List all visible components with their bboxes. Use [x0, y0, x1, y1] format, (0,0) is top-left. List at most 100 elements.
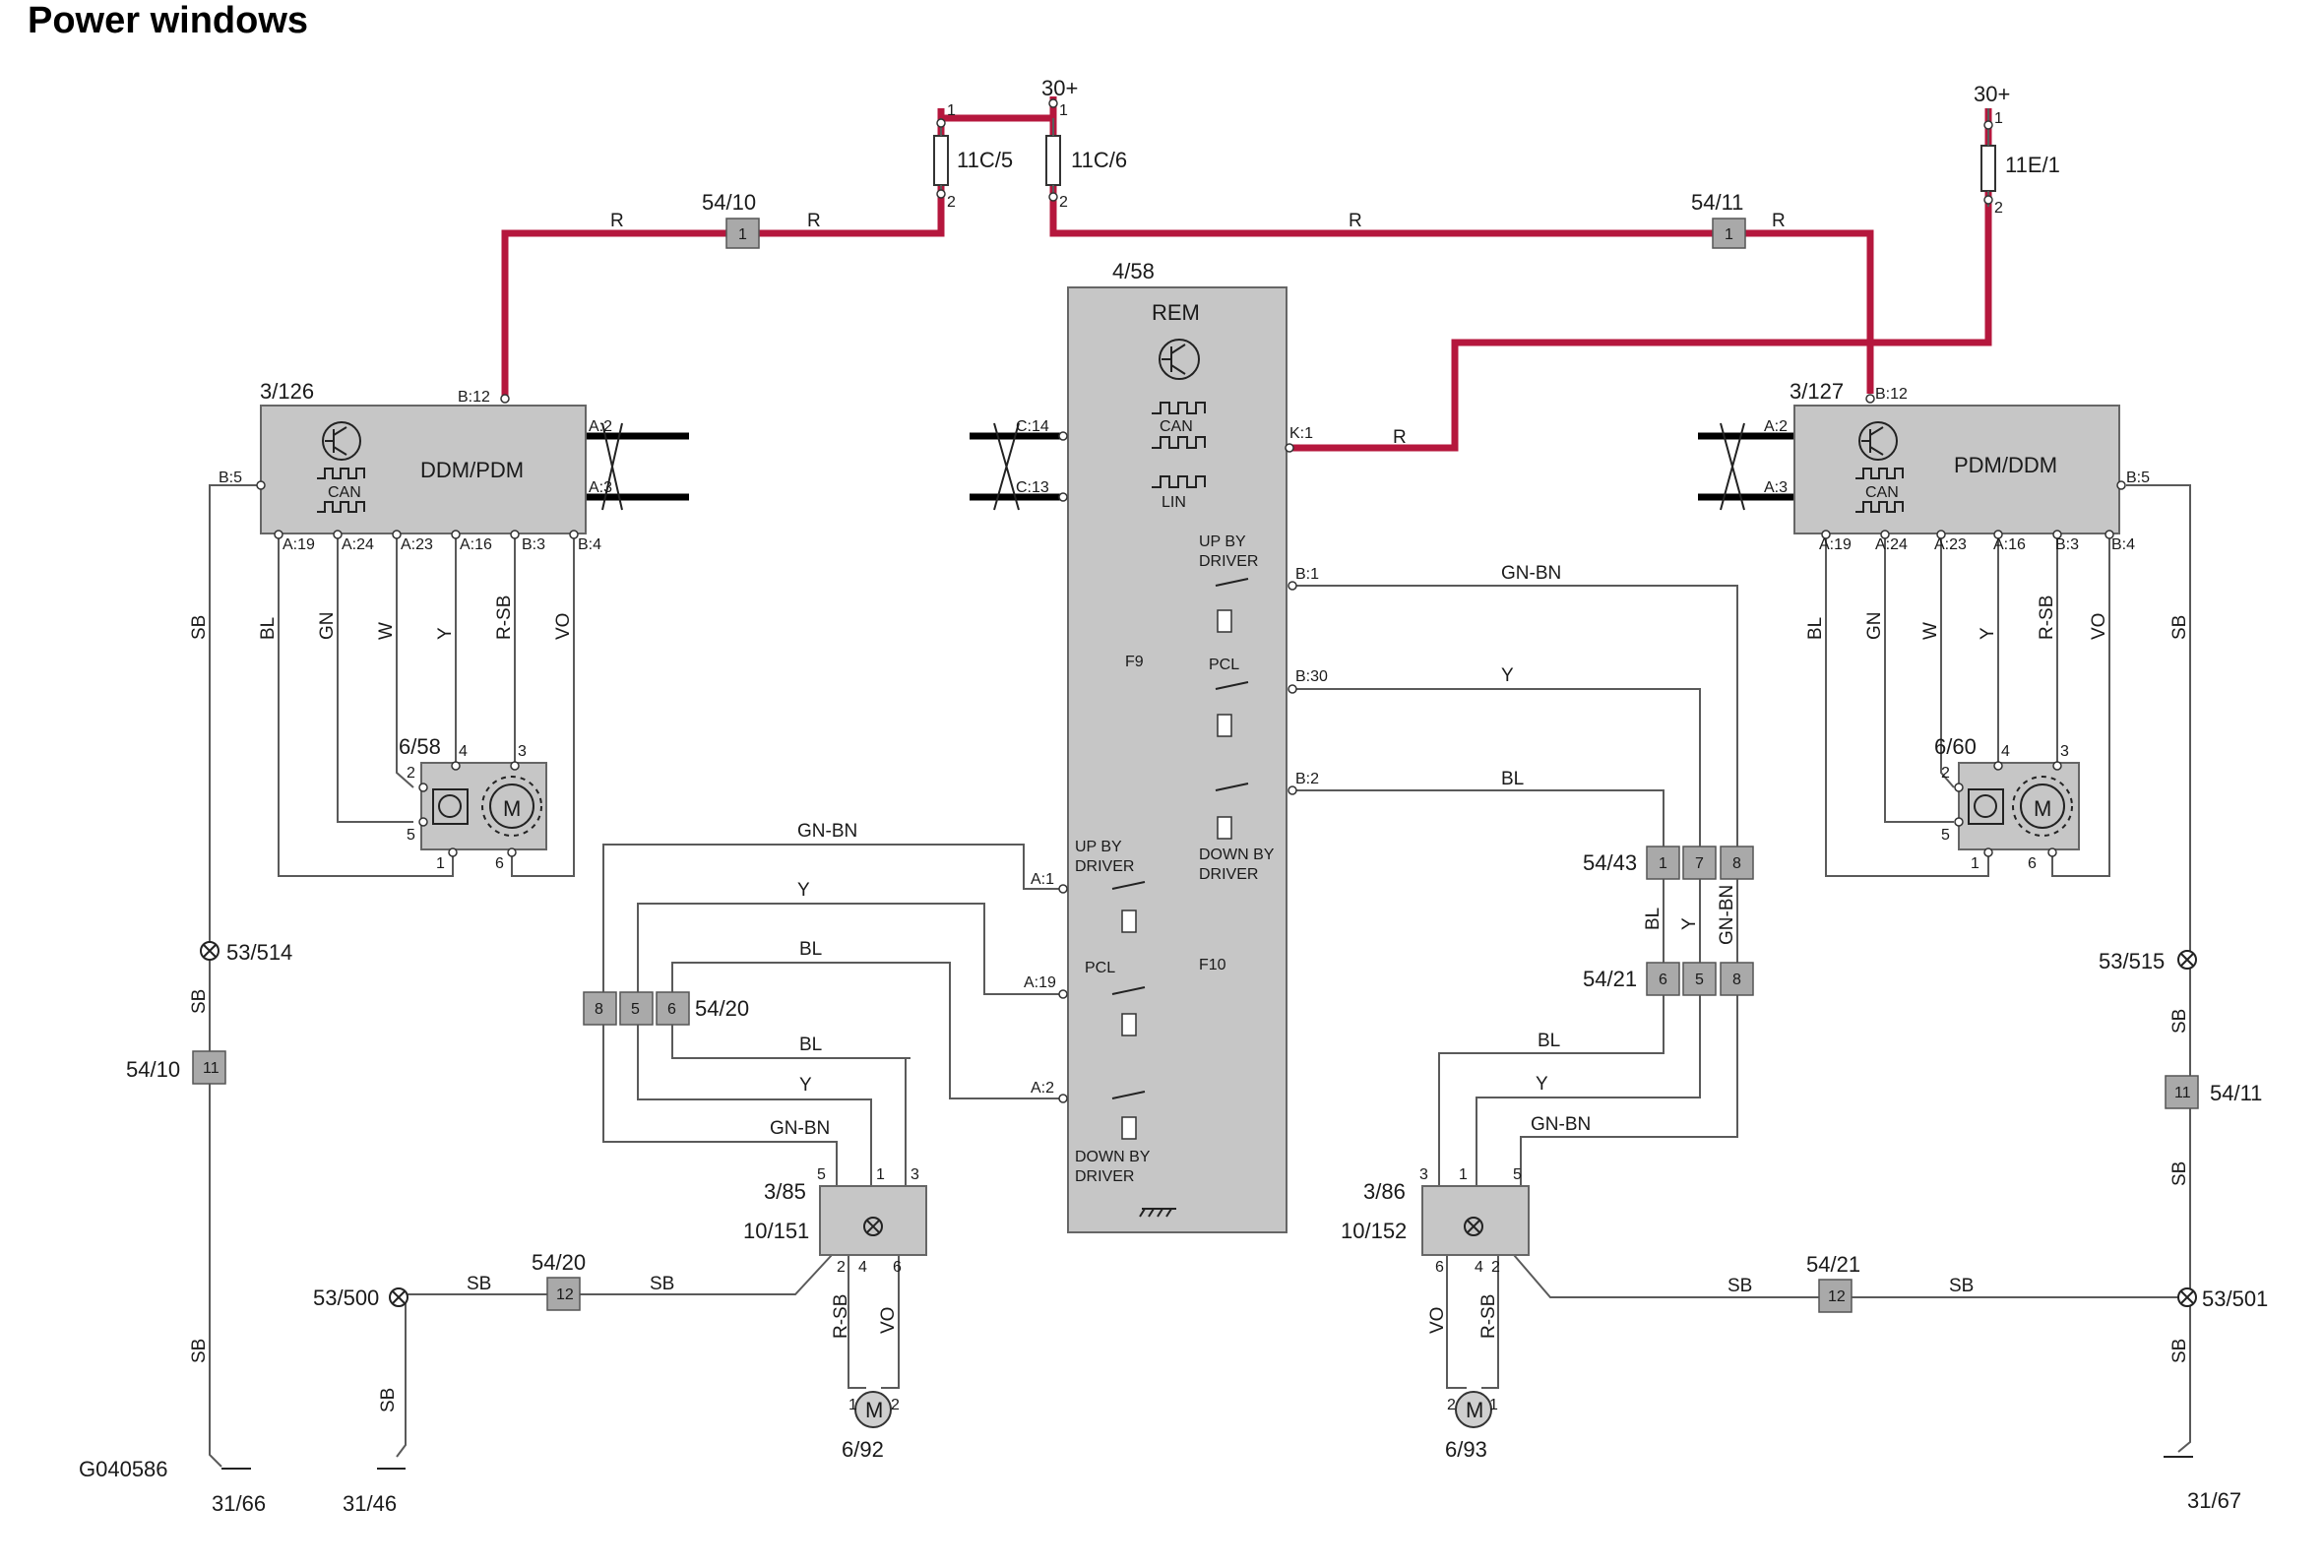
ddm-id: 3/126: [260, 379, 314, 404]
ground-point-label-53500: 53/500: [313, 1286, 379, 1310]
pin-label: B:5: [219, 470, 242, 486]
pin-label: A:24: [1875, 536, 1908, 553]
wire-color: R: [1772, 211, 1786, 231]
connector-5421-sb: [1818, 1279, 1853, 1313]
lin-signal-icon: [1152, 475, 1206, 488]
can-signal-icon: [317, 468, 365, 513]
relay-contacts: [1111, 578, 1249, 1140]
wire-color: R: [610, 211, 624, 231]
figure-id: G040586: [79, 1457, 168, 1481]
pin-number: 1: [848, 1397, 857, 1413]
motor-symbol: M: [2034, 796, 2051, 821]
wire-color: Y: [799, 1075, 812, 1096]
pin-label: A:2: [589, 418, 612, 435]
splice-pin: 1: [738, 226, 747, 243]
pdm-module: [1793, 405, 2120, 534]
motor-label-693: 6/93: [1445, 1437, 1487, 1462]
pin-label: A:19: [1819, 536, 1852, 553]
pin-label: A:24: [342, 536, 374, 553]
wire-color: GN-BN: [797, 821, 857, 842]
wire-color: SB: [378, 1388, 399, 1412]
pdm-name: PDM/DDM: [1954, 453, 2057, 477]
connector-pin: 7: [1695, 855, 1704, 872]
motor-icon: [2012, 776, 2073, 837]
pin-number: 1: [1059, 102, 1068, 119]
wire-color: VO: [553, 613, 574, 640]
ground-icon: [1139, 1208, 1176, 1218]
wire-color: Y: [1501, 665, 1514, 686]
connector-5421: [1646, 962, 1680, 996]
motor-icon: [854, 1391, 892, 1428]
pin-label: A:3: [1764, 479, 1788, 496]
pin-label: B:12: [1875, 386, 1908, 403]
lamp-icon: [863, 1217, 883, 1236]
pin-number: 2: [1941, 765, 1950, 782]
pin-label: B:4: [578, 536, 601, 553]
pin-number: 1: [1489, 1397, 1498, 1413]
relay-label: DOWN BY: [1075, 1149, 1151, 1165]
wire-color: W: [1920, 622, 1941, 640]
relay-label: DRIVER: [1075, 1168, 1134, 1185]
connector-5443: [1646, 846, 1680, 880]
wire-color: GN: [1864, 612, 1885, 641]
splice-label-5411: 54/11: [1691, 190, 1743, 215]
wire-color: R: [807, 211, 821, 231]
wire-color: R: [1349, 211, 1362, 231]
relay-label: DRIVER: [1199, 553, 1258, 570]
pin-label: A:16: [1993, 536, 2026, 553]
relay-label: PCL: [1209, 657, 1239, 673]
wire-color: BL: [258, 617, 279, 640]
motor-icon: [481, 776, 542, 837]
pin-label: A:2: [1764, 418, 1788, 435]
wire-color: BL: [1501, 769, 1524, 789]
connector-pin: 6: [1659, 972, 1667, 988]
pin-label: A:16: [460, 536, 492, 553]
connector-pin: 8: [1732, 855, 1741, 872]
pin-number: 4: [2001, 743, 2010, 760]
wire-color: R: [1393, 427, 1407, 448]
pin-number: 2: [1059, 194, 1068, 211]
wire-color: GN-BN: [770, 1118, 830, 1139]
wire-color: Y: [435, 627, 456, 640]
wire-color: GN: [317, 612, 338, 641]
ground-point-icon: [2177, 1287, 2197, 1307]
wire-color: Y: [1679, 917, 1700, 930]
wire-color: SB: [467, 1274, 491, 1294]
pin-label: B:2: [1295, 771, 1319, 787]
switch-label-385: 3/85: [764, 1179, 806, 1204]
wire-color: BL: [1643, 908, 1664, 930]
pin-label: A:19: [283, 536, 315, 553]
ground-point-icon: [2177, 950, 2197, 970]
window-motor-left: [420, 762, 547, 850]
labels: 30+ 30+ 11C/5 11C/6 11E/1 1 1 2 2 1 2 54…: [79, 76, 2268, 1516]
wire-color: VO: [1427, 1307, 1448, 1334]
pin-label: A:3: [589, 479, 612, 496]
wire-color: SB: [1949, 1276, 1974, 1296]
pin-number: 4: [459, 743, 468, 760]
supply-label-left: 30+: [1041, 76, 1078, 100]
fuse-label-11c6: 11C/6: [1071, 148, 1127, 172]
can-label: CAN: [328, 484, 361, 501]
pdm-id: 3/127: [1790, 379, 1844, 404]
wire-color: SB: [2169, 1161, 2190, 1186]
switch-label-10152: 10/152: [1341, 1219, 1407, 1243]
pin-label: K:1: [1289, 425, 1313, 442]
motor-label-658: 6/58: [399, 734, 441, 759]
connector-pin: 11: [203, 1060, 220, 1077]
connector-label-5411: 54/11: [2210, 1081, 2262, 1105]
pin-number: 6: [893, 1259, 902, 1276]
pin-number: 1: [1459, 1166, 1468, 1183]
motor-label-660: 6/60: [1934, 734, 1977, 759]
connector-5420: [656, 991, 690, 1026]
connector-label-5420: 54/20: [695, 996, 749, 1021]
wire-color: GN-BN: [1501, 563, 1561, 584]
wire-color: SB: [2169, 1339, 2190, 1363]
fuse-label-f10: F10: [1199, 957, 1226, 973]
motor-label-692: 6/92: [842, 1437, 884, 1462]
pin-label: B:3: [522, 536, 545, 553]
transistor-icon: [322, 421, 361, 461]
transistor-icon: [1858, 421, 1898, 461]
wire-color: BL: [1805, 617, 1826, 640]
connector-pin: 8: [595, 1001, 603, 1018]
